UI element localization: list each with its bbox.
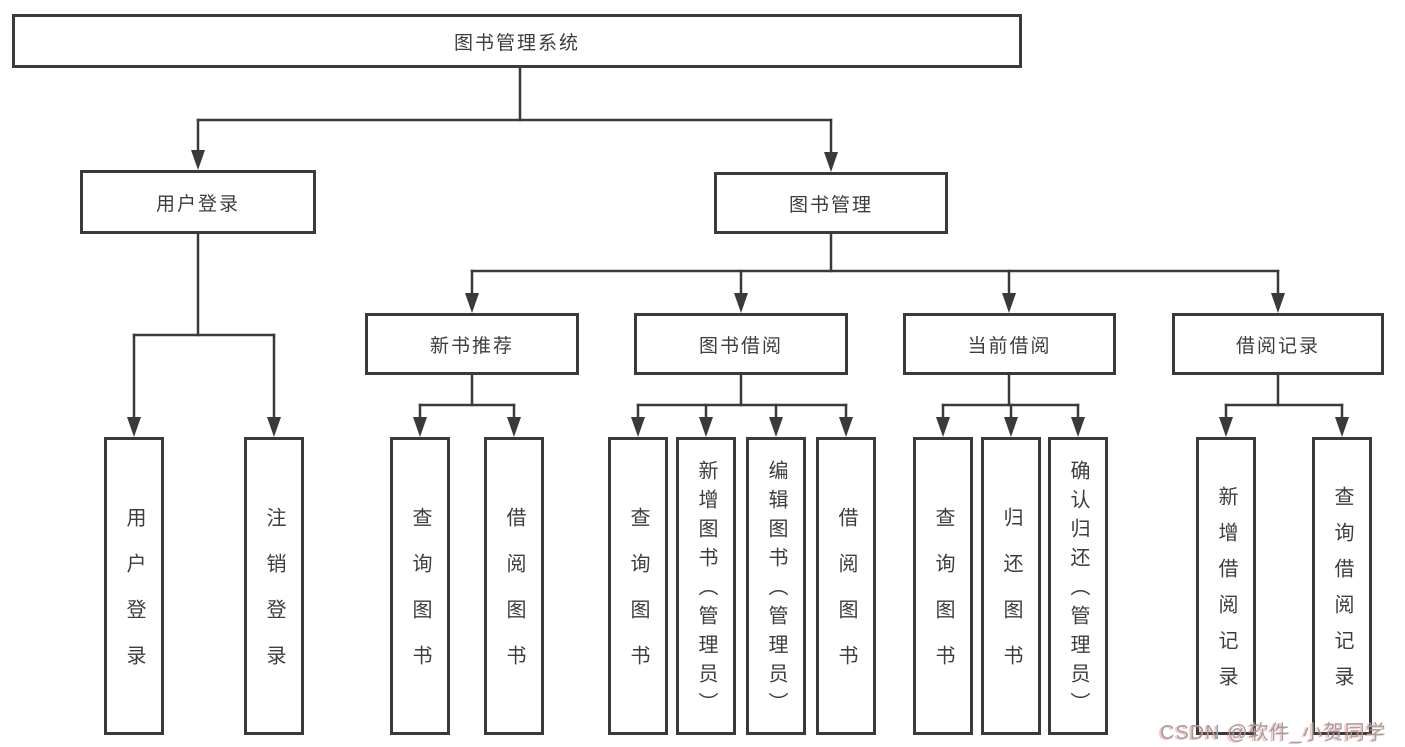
leaf-borrow-query-books: 查询图书 — [608, 437, 668, 735]
node-user-login-label: 用户登录 — [155, 193, 240, 215]
leaf-query-borrow-record: 查询借阅记录 — [1312, 437, 1372, 735]
leaf-logout-label: 注销登录 — [263, 507, 285, 691]
leaf-confirm-return-admin: 确认归还（管理员） — [1048, 437, 1108, 735]
node-book-borrowing: 图书借阅 — [634, 313, 848, 375]
leaf-edit-books-admin-label: 编辑图书（管理员） — [765, 460, 787, 721]
leaf-newbooks-query-books-label: 查询图书 — [409, 507, 431, 691]
connector-new-books-to-leaves — [413, 373, 521, 437]
node-current-borrowing-label: 当前借阅 — [967, 335, 1052, 357]
leaf-confirm-return-admin-label: 确认归还（管理员） — [1067, 460, 1089, 721]
leaf-borrow-query-books-label: 查询图书 — [627, 507, 649, 691]
connector-borrow-record-to-leaves — [1219, 373, 1349, 437]
leaf-newbooks-borrow-books-label: 借阅图书 — [503, 507, 525, 691]
node-new-book-recommend: 新书推荐 — [365, 313, 579, 375]
node-borrowing-records: 借阅记录 — [1172, 313, 1384, 375]
connector-book-borrow-to-leaves — [631, 373, 853, 437]
node-root-system-label: 图书管理系统 — [453, 32, 580, 54]
leaf-add-borrow-record-label: 新增借阅记录 — [1215, 486, 1237, 702]
connector-book-mgmt-to-level3 — [465, 232, 1285, 313]
connector-user-login-to-leaves — [127, 232, 281, 437]
leaf-query-borrow-record-label: 查询借阅记录 — [1331, 486, 1353, 702]
leaf-add-borrow-record: 新增借阅记录 — [1196, 437, 1256, 735]
leaf-user-login: 用户登录 — [104, 437, 164, 735]
leaf-current-query-books-label: 查询图书 — [932, 507, 954, 691]
leaf-edit-books-admin: 编辑图书（管理员） — [746, 437, 806, 735]
node-book-management: 图书管理 — [714, 172, 948, 234]
node-book-management-label: 图书管理 — [788, 194, 873, 216]
leaf-add-books-admin: 新增图书（管理员） — [676, 437, 736, 735]
node-book-borrowing-label: 图书借阅 — [698, 335, 783, 357]
node-current-borrowing: 当前借阅 — [903, 313, 1116, 375]
leaf-borrow-borrow-books: 借阅图书 — [816, 437, 876, 735]
leaf-user-login-label: 用户登录 — [123, 507, 145, 691]
leaf-logout: 注销登录 — [244, 437, 304, 735]
leaf-return-books: 归还图书 — [981, 437, 1041, 735]
leaf-borrow-borrow-books-label: 借阅图书 — [835, 507, 857, 691]
node-new-book-recommend-label: 新书推荐 — [429, 335, 514, 357]
csdn-watermark: CSDN @软件_小贺同学 — [1160, 722, 1387, 744]
leaf-newbooks-query-books: 查询图书 — [390, 437, 450, 735]
node-user-login: 用户登录 — [80, 170, 316, 234]
leaf-add-books-admin-label: 新增图书（管理员） — [695, 460, 717, 721]
leaf-current-query-books: 查询图书 — [913, 437, 973, 735]
leaf-newbooks-borrow-books: 借阅图书 — [484, 437, 544, 735]
node-borrowing-records-label: 借阅记录 — [1235, 335, 1320, 357]
leaf-return-books-label: 归还图书 — [1000, 507, 1022, 691]
connector-current-borrow-to-leaves — [936, 373, 1085, 437]
node-root-system: 图书管理系统 — [12, 14, 1022, 68]
connector-root-to-level2 — [191, 66, 838, 172]
